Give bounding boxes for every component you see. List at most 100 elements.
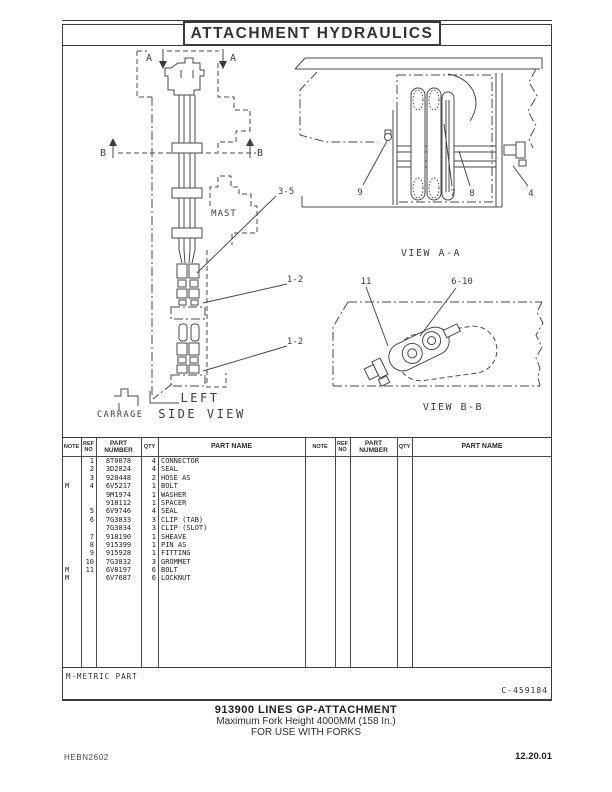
cell-part-number: 6V7687: [105, 574, 132, 583]
cell-part-name: PIN AS: [161, 540, 187, 549]
table-row: 5 6V9746 4 SEAL: [62, 507, 305, 515]
cell-note: [62, 491, 81, 499]
cell-part-name: CLIP (SLOT): [161, 524, 208, 533]
header-divider: [62, 456, 552, 457]
cell-note: [62, 457, 81, 465]
left-view-caption-line2: SIDE VIEW: [158, 407, 246, 421]
table-row: 7 918190 1 SHEAVE: [62, 533, 305, 541]
cell-ref: [81, 574, 96, 582]
section-a-label-right: A: [230, 53, 236, 64]
cell-part-name: FITTING: [161, 549, 191, 558]
cell-qty: 3: [151, 557, 156, 566]
table-row: 918112 1 SPACER: [62, 499, 305, 507]
callout-6-10: 6-10: [451, 277, 473, 287]
cell-ref: 3: [89, 473, 94, 482]
column-divider: [158, 438, 159, 667]
cell-note: M: [65, 574, 70, 583]
table-row: 8 915399 1 PIN AS: [62, 541, 305, 549]
table-row: 6 7G3833 3 CLIP (TAB): [62, 516, 305, 524]
callout-1-2-upper: 1-2: [287, 275, 303, 285]
cell-ref: 10: [85, 557, 94, 566]
view-b-b-caption: VIEW B-B: [423, 402, 483, 413]
cell-note: [62, 465, 81, 473]
cell-ref: 8: [89, 540, 94, 549]
cell-ref: 6: [89, 515, 94, 524]
column-divider: [397, 438, 398, 667]
callout-1-2-lower: 1-2: [287, 337, 303, 347]
technical-drawings: A A MAST B B: [97, 49, 544, 421]
column-divider: [141, 438, 142, 667]
cell-qty: 4: [151, 507, 156, 516]
col-header-part-name: PART NAME: [461, 443, 503, 451]
cell-part-name: BOLT: [161, 566, 178, 575]
cell-note: [62, 533, 81, 541]
table-row: 2 3D2824 4 SEAL: [62, 465, 305, 473]
cell-part-name: SEAL: [161, 465, 178, 474]
cell-part-number: 915928: [105, 549, 132, 558]
table-row: 9 915928 1 FITTING: [62, 549, 305, 557]
cell-qty: 4: [151, 457, 156, 465]
cell-ref: [81, 491, 96, 499]
col-header-note: NOTE: [312, 443, 328, 450]
cell-part-number: 9M1974: [105, 490, 132, 499]
cell-part-name: WASHER: [161, 490, 187, 499]
col-header-ref-no: REF NO: [83, 440, 94, 453]
callout-9: 9: [357, 188, 362, 198]
cell-qty: 2: [151, 473, 156, 482]
table-row: M 11 6V8197 6 BOLT: [62, 566, 305, 574]
cell-part-number: 915399: [105, 540, 132, 549]
callout-11: 11: [361, 277, 372, 287]
column-divider: [412, 438, 413, 667]
column-divider: [350, 438, 351, 667]
cell-note: [62, 549, 81, 557]
footer-usage-note: FOR USE WITH FORKS: [251, 727, 361, 738]
view-a-a-caption: VIEW A-A: [401, 248, 461, 259]
cell-ref: 4: [89, 482, 94, 491]
cell-part-name: HOSE AS: [161, 473, 191, 482]
column-divider: [96, 438, 97, 667]
cell-part-name: CONNECTOR: [161, 457, 199, 465]
cell-part-number: 918112: [105, 498, 132, 507]
col-header-part-name: PART NAME: [210, 443, 253, 451]
cell-ref: [81, 499, 96, 507]
cell-part-number: 8T0078: [105, 457, 132, 465]
view-b-b-drawing: 11 6-10 VIEW B-B: [332, 277, 544, 413]
cell-ref: 1: [89, 457, 94, 465]
cell-part-number: 3D2824: [105, 465, 132, 474]
table-half-divider: [305, 438, 306, 667]
table-row: 10 7G3832 3 GROMMET: [62, 558, 305, 566]
cell-part-number: 918190: [105, 532, 132, 541]
cell-qty: 1: [151, 532, 156, 541]
cell-qty: 1: [151, 482, 156, 491]
section-b-label-left: B: [100, 148, 106, 159]
mast-label: MAST: [211, 209, 237, 219]
cell-part-number: 7G3832: [105, 557, 132, 566]
top-rule: [62, 20, 552, 21]
column-divider: [335, 438, 336, 667]
table-row: 9M1974 1 WASHER: [62, 491, 305, 499]
section-b-label-right: B: [257, 148, 263, 159]
cell-part-number: 920448: [105, 473, 132, 482]
col-header-qty: QTY: [398, 443, 411, 450]
title-box: ATTACHMENT HYDRAULICS: [183, 21, 441, 46]
view-a-a-drawing: 9 7 8 4 VIEW A-A: [294, 57, 543, 259]
cell-note: [62, 499, 81, 507]
metric-part-note: M-METRIC PART: [66, 672, 138, 681]
cell-part-number: 6V8197: [105, 566, 132, 575]
cell-qty: 3: [151, 524, 156, 533]
cell-ref: 2: [89, 465, 94, 474]
cell-note: [62, 516, 81, 524]
page-title: ATTACHMENT HYDRAULICS: [190, 24, 434, 42]
cell-part-name: SPACER: [161, 498, 187, 507]
cell-note: [62, 507, 81, 515]
table-row: 1 8T0078 4 CONNECTOR: [62, 457, 305, 465]
carriage-label: CARRAGE: [97, 410, 143, 420]
cell-note: [62, 541, 81, 549]
callout-3-5: 3-5: [278, 187, 294, 197]
col-header-note: NOTE: [63, 443, 80, 450]
cell-note: [62, 558, 81, 566]
cell-qty: 4: [151, 465, 156, 474]
cell-part-number: 6V5217: [105, 482, 132, 491]
cell-part-name: LOCKNUT: [161, 574, 191, 583]
